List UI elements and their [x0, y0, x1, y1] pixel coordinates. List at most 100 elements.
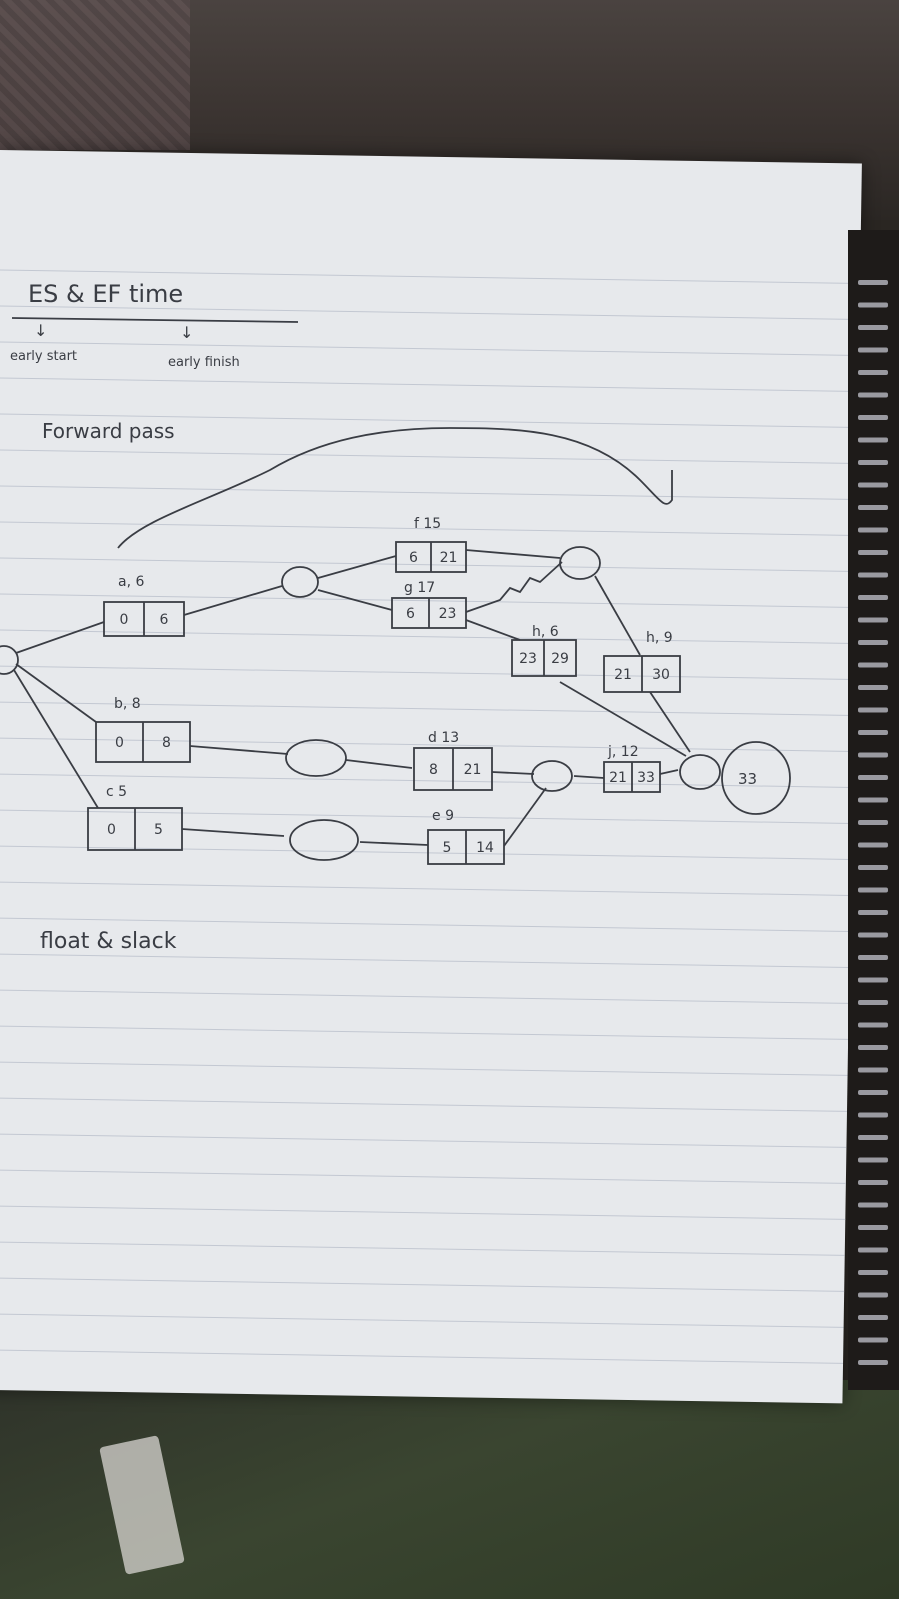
spiral-coil [858, 977, 888, 983]
spiral-coil [858, 482, 888, 488]
spiral-coil [858, 775, 888, 780]
edge [359, 841, 429, 846]
edge [183, 585, 283, 616]
spiral-coil [858, 415, 888, 420]
edge [503, 787, 547, 847]
ruled-line [0, 845, 851, 860]
ruled-line [0, 1349, 844, 1364]
start-node [0, 645, 19, 675]
spiral-coil [858, 752, 888, 758]
edge [491, 771, 535, 775]
spiral-coil [858, 1292, 888, 1298]
edge-zigzag [465, 561, 563, 613]
spiral-coil [858, 865, 888, 870]
spiral-coil [858, 347, 888, 353]
activity-ef: 21 [440, 550, 458, 566]
ef-note: early finish [168, 355, 240, 370]
event-node [531, 760, 573, 792]
spiral-coil [858, 325, 888, 330]
spiral-coil [858, 302, 888, 308]
heading-title: ES & EF time [28, 280, 183, 308]
activity-ef: 33 [637, 770, 655, 786]
ruled-line [0, 773, 853, 788]
ruled-line [0, 881, 851, 896]
activity-es: 21 [609, 770, 627, 786]
edge [559, 681, 687, 757]
ruled-line [0, 377, 859, 393]
activity-es: 0 [120, 612, 129, 628]
activity-e: 5 14 e 9 [427, 808, 505, 865]
spiral-coil [858, 685, 888, 690]
spiral-coil [858, 1112, 888, 1118]
spiral-coil [858, 1337, 888, 1343]
ruled-line [0, 917, 850, 932]
ruled-line [0, 629, 855, 644]
section-float-slack: float & slack [40, 929, 177, 954]
spiral-coil [858, 370, 888, 375]
activity-label: g 17 [404, 580, 435, 596]
spiral-coil [858, 707, 888, 713]
ef-arrow: ↓ [180, 323, 193, 342]
edge [573, 775, 605, 779]
spiral-coil [858, 1270, 888, 1275]
spiral-coil [858, 797, 888, 803]
spiral-coil [858, 1225, 888, 1230]
edge [594, 575, 641, 656]
ruled-line [0, 1169, 846, 1184]
activity-es: 0 [107, 822, 116, 838]
spiral-coil [858, 572, 888, 578]
spiral-coil [858, 1157, 888, 1163]
ruled-lines [0, 269, 861, 1364]
heading-underline [11, 317, 299, 323]
ruled-line [0, 1097, 848, 1112]
edge [465, 549, 561, 559]
activity-ef: 21 [464, 762, 482, 778]
activity-es: 5 [443, 840, 452, 856]
ruled-line [0, 701, 854, 716]
ruled-line [0, 521, 857, 536]
edge [649, 691, 691, 753]
activity-es: 21 [614, 667, 632, 683]
spiral-coil [858, 887, 888, 893]
spiral-coil [858, 595, 888, 600]
edge [189, 745, 289, 755]
es-arrow: ↓ [34, 321, 47, 340]
spiral-coil [858, 932, 888, 938]
ruled-line [0, 557, 856, 572]
end-node-value: 33 [738, 770, 757, 788]
spiral-coil [858, 730, 888, 735]
spiral-coil [858, 617, 888, 623]
activity-ef: 29 [551, 651, 569, 667]
spiral-coils [858, 280, 888, 1365]
activity-label: c 5 [106, 784, 127, 800]
activity-label: j, 12 [607, 744, 639, 760]
end-node [721, 741, 791, 815]
activity-ef: 14 [476, 840, 494, 856]
event-node [289, 819, 359, 861]
spiral-coil [858, 1180, 888, 1185]
spiral-coil [858, 437, 888, 443]
activity-label: e 9 [432, 808, 454, 824]
spiral-coil [858, 1360, 888, 1365]
spiral-coil [858, 1090, 888, 1095]
edge [317, 555, 397, 579]
notebook-page [0, 150, 862, 1404]
ruled-line [0, 1277, 845, 1292]
spiral-coil [858, 842, 888, 848]
activity-es: 6 [406, 606, 415, 622]
ruled-line [0, 593, 855, 608]
ruled-line [0, 989, 849, 1004]
curved-arrow [117, 427, 673, 549]
spiral-coil [858, 1000, 888, 1005]
ruled-line [0, 485, 857, 500]
activity-label: b, 8 [114, 696, 141, 712]
activity-label: h, 9 [646, 630, 673, 646]
ruled-line [0, 449, 858, 465]
ruled-line [0, 1061, 848, 1076]
spiral-coil [858, 505, 888, 510]
ruled-line [0, 1205, 846, 1220]
spiral-coil [858, 280, 888, 285]
